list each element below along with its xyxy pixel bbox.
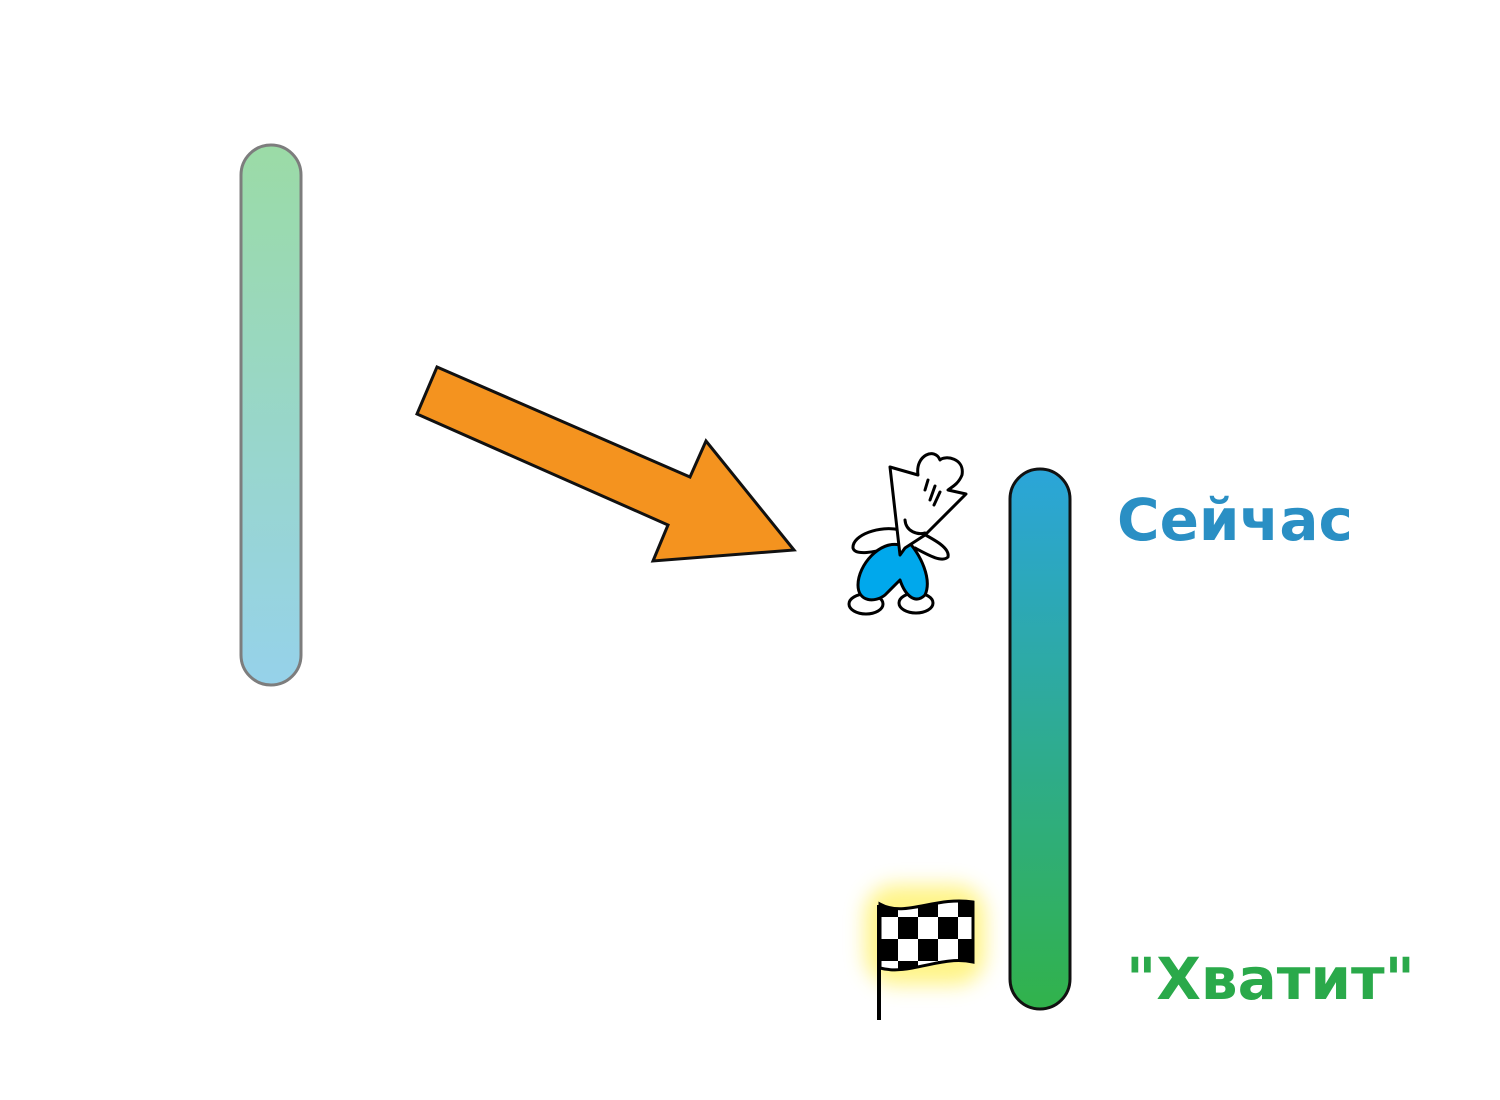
cartoon-figure-icon: [847, 452, 968, 616]
right-bar: [1008, 467, 1072, 1011]
now-label: Сейчас: [1117, 486, 1353, 554]
arrow-right-down-icon: [415, 365, 797, 563]
checkered-flag-icon: [865, 885, 985, 1020]
enough-label: "Хватит": [1126, 945, 1415, 1013]
left-bar: [239, 143, 303, 687]
